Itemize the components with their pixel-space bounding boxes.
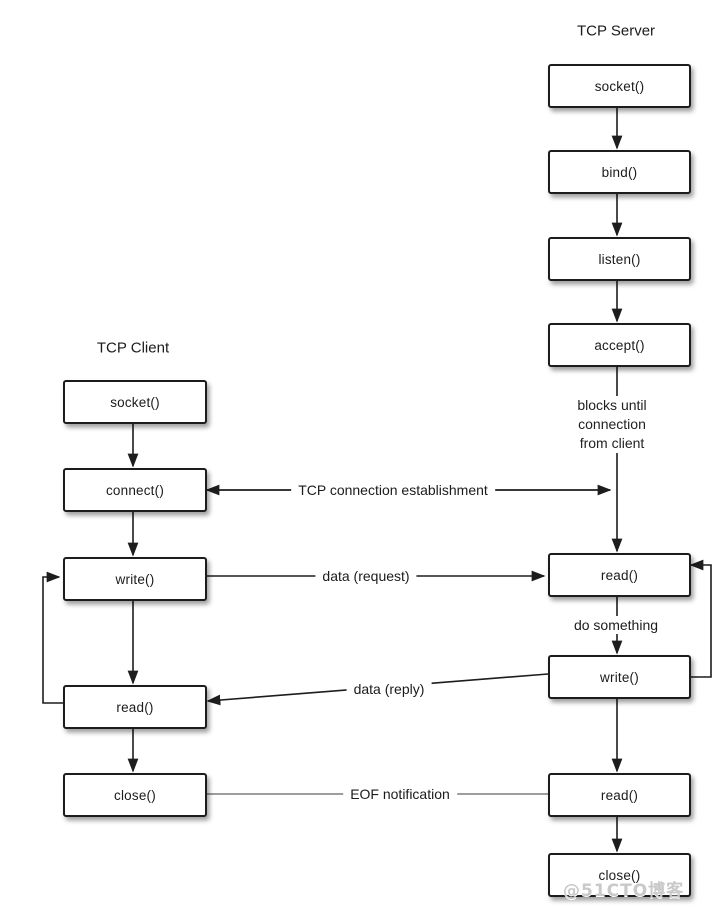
- server-close-label: close(): [598, 867, 641, 883]
- client-connect-box: connect(): [63, 468, 207, 512]
- server-listen-label: listen(): [598, 251, 641, 267]
- data-reply-label: data (reply): [346, 680, 432, 698]
- server-accept-box: accept(): [548, 323, 691, 367]
- server-read2-box: read(): [548, 773, 691, 817]
- blocks-until-line3: from client: [579, 435, 645, 451]
- blocks-until-line2: connection: [578, 416, 646, 432]
- server-write-box: write(): [548, 655, 691, 699]
- server-close-box: close(): [548, 853, 691, 897]
- server-column-title: TCP Server: [576, 22, 656, 40]
- client-column-title: TCP Client: [96, 339, 170, 357]
- client-socket-label: socket(): [110, 394, 160, 410]
- client-connect-label: connect(): [105, 482, 165, 498]
- server-read-label: read(): [600, 567, 639, 583]
- server-listen-box: listen(): [548, 237, 691, 281]
- client-write-label: write(): [115, 571, 155, 587]
- client-close-label: close(): [114, 787, 156, 803]
- loop-client-read-to-write: [42, 571, 63, 704]
- server-bind-box: bind(): [548, 150, 691, 194]
- server-bind-label: bind(): [601, 164, 638, 180]
- server-write-label: write(): [600, 669, 639, 685]
- loop-server-write-to-read: [687, 559, 712, 678]
- client-read-label: read(): [116, 699, 154, 715]
- establishment-label: TCP connection establishment: [291, 481, 495, 499]
- watermark-text: @51CTO博客: [563, 881, 685, 901]
- server-socket-label: socket(): [594, 78, 645, 94]
- server-accept-label: accept(): [594, 337, 645, 353]
- server-read2-label: read(): [600, 787, 639, 803]
- do-something-annotation: do something: [566, 616, 666, 634]
- blocks-until-annotation: blocks until connection from client: [573, 396, 651, 453]
- server-socket-box: socket(): [548, 64, 691, 108]
- eof-notification-label: EOF notification: [343, 785, 457, 803]
- client-socket-box: socket(): [63, 380, 207, 424]
- blocks-until-line1: blocks until: [577, 397, 647, 413]
- client-close-box: close(): [63, 773, 207, 817]
- server-read-box: read(): [548, 553, 691, 597]
- client-write-box: write(): [63, 557, 207, 601]
- client-read-box: read(): [63, 685, 207, 729]
- data-request-label: data (request): [315, 567, 417, 585]
